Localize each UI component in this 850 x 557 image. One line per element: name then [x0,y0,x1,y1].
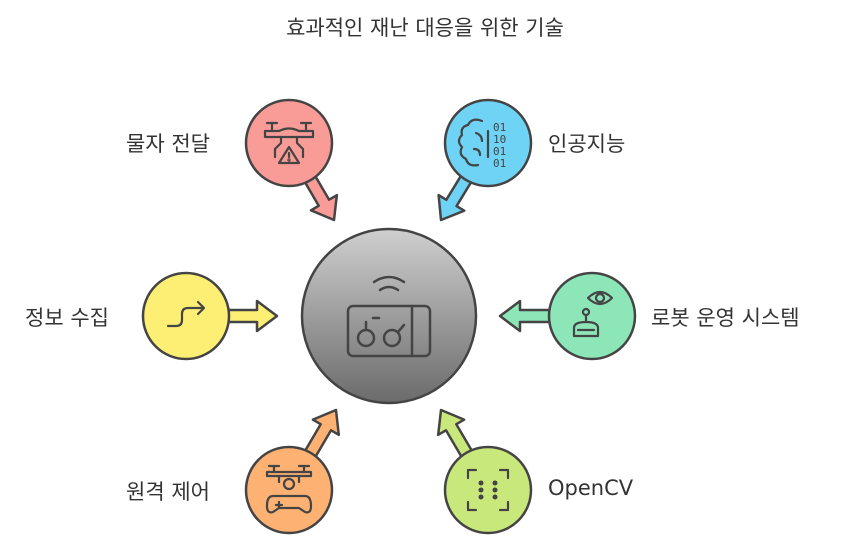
svg-text:01: 01 [493,145,506,158]
node-opencv [443,445,533,535]
label-robot: 로봇 운영 시스템 [651,306,800,330]
svg-text:10: 10 [493,133,506,146]
scan-dots-icon [466,468,510,512]
node-info [141,271,231,361]
svg-text:01: 01 [493,157,506,170]
node-robot [547,271,637,361]
diagram-title: 효과적인 재난 대응을 위한 기술 [286,16,564,40]
label-opencv: OpenCV [548,476,634,500]
label-delivery: 물자 전달 [126,132,210,156]
node-delivery [244,98,334,188]
label-remote: 원격 제어 [126,480,210,504]
robot-eye-icon [572,290,614,338]
svg-text:01: 01 [493,121,506,134]
node-remote [244,445,334,535]
center-hub [300,227,478,405]
drone-warning-icon [263,121,315,165]
label-info: 정보 수집 [25,306,109,330]
label-ai: 인공지능 [548,132,626,156]
remote-controller-icon [346,275,432,358]
drone-gamepad-icon [265,464,313,514]
path-arrow-icon [166,300,206,328]
